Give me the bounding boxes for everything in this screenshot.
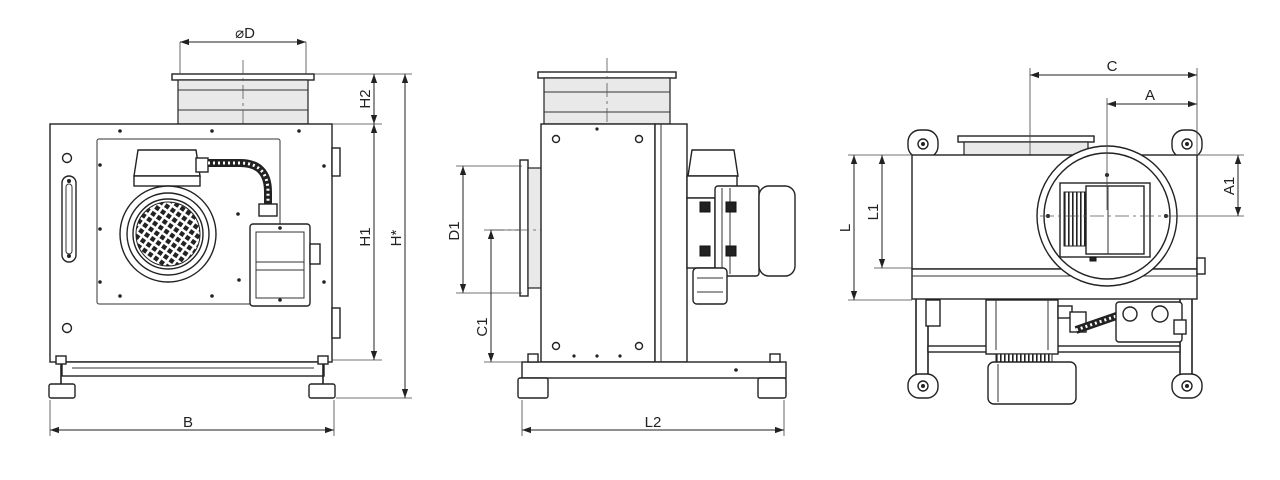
front-hinge-top — [331, 147, 341, 177]
top-control-box — [1074, 301, 1187, 343]
front-hinge-bottom — [331, 307, 341, 339]
front-fan — [119, 185, 217, 283]
dim-label-a1: A1 — [1221, 177, 1238, 195]
front-cable-conduit — [208, 159, 272, 206]
dim-label-l2: L2 — [645, 414, 662, 431]
front-view: ⌀D B H2 H1 H* — [48, 25, 412, 436]
dim-label-l1: L1 — [865, 204, 882, 221]
top-motor — [985, 299, 1087, 405]
dim-label-dia-d: ⌀D — [235, 25, 255, 42]
dim-label-a: A — [1145, 87, 1155, 104]
dim-label-c: C — [1107, 58, 1118, 75]
top-inlet-fan — [1036, 145, 1178, 287]
front-duct-collar — [171, 60, 315, 134]
side-view: D1 C1 L2 — [446, 58, 796, 436]
top-side-clip — [1196, 257, 1206, 275]
dim-label-h2: H2 — [357, 89, 374, 108]
side-door-panel — [654, 123, 688, 363]
dim-label-c1: C1 — [474, 317, 491, 336]
dim-label-d1: D1 — [446, 221, 463, 240]
dim-label-h1: H1 — [357, 227, 374, 246]
side-housing — [540, 123, 656, 363]
top-corner-lugs — [907, 129, 1203, 159]
dim-label-h-total: H* — [388, 230, 405, 247]
top-view: L L1 C A A1 — [837, 58, 1244, 405]
side-base-and-feet — [517, 353, 787, 399]
front-terminal-box — [133, 149, 209, 187]
dim-label-l: L — [837, 224, 854, 232]
side-screws — [551, 127, 644, 358]
side-motor — [686, 149, 796, 305]
side-duct-collar — [537, 58, 677, 132]
front-switch-box — [249, 203, 321, 307]
dim-label-b: B — [183, 414, 193, 431]
front-handle — [61, 175, 77, 263]
top-duct-collar — [957, 135, 1095, 156]
front-base-and-feet — [48, 355, 336, 399]
